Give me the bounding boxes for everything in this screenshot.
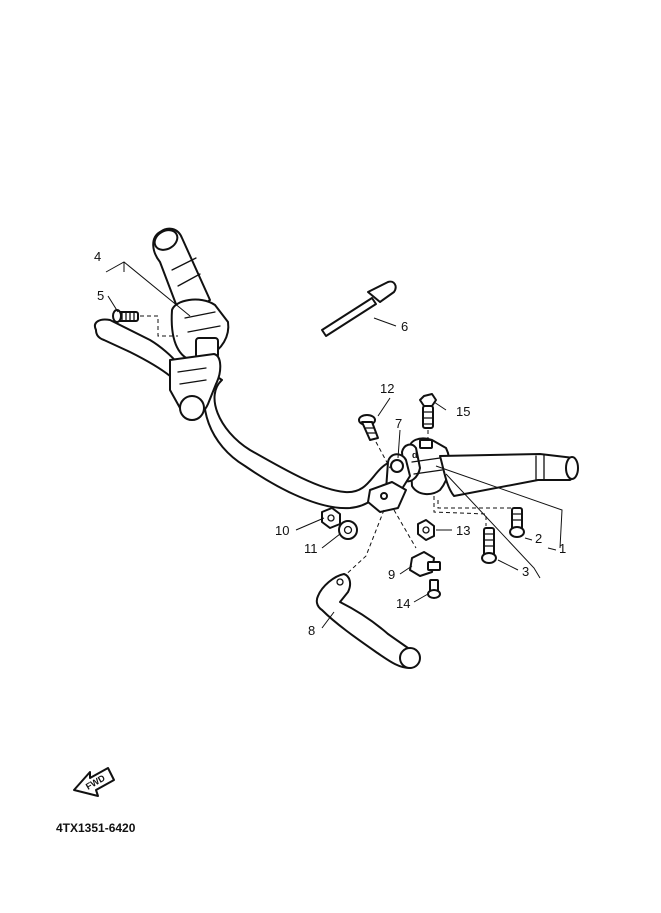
- lever-guide: [339, 509, 417, 581]
- callout-12: 12: [380, 381, 394, 396]
- callout-8: 8: [308, 623, 315, 638]
- callout-15: 15: [456, 404, 470, 419]
- screw-14: [427, 579, 441, 599]
- callout-5: 5: [97, 288, 104, 303]
- drawing-code: 4TX1351-6420: [56, 821, 136, 835]
- washer-11: [338, 520, 358, 540]
- right-switch-housing: d: [401, 437, 451, 496]
- right-grip: [439, 453, 579, 497]
- callout-14: 14: [396, 596, 410, 611]
- nut-13: [417, 519, 435, 541]
- screw-3: [481, 527, 497, 564]
- leader-lines: [105, 261, 563, 629]
- switch-marking: d: [412, 450, 418, 460]
- left-grip: [152, 227, 211, 321]
- callout-11: 11: [304, 541, 318, 556]
- callout-6: 6: [401, 319, 408, 334]
- callout-4: 4: [94, 249, 101, 264]
- cable-tie-6: [321, 280, 397, 337]
- screw-15: [419, 393, 437, 442]
- lever-holder-7: [367, 453, 411, 513]
- fwd-arrow-icon: FWD: [73, 767, 115, 797]
- clutch-lever-8: [315, 573, 421, 669]
- callout-1: 1: [559, 541, 566, 556]
- screw-2: [509, 507, 525, 538]
- callout-13: 13: [456, 523, 470, 538]
- callout-9: 9: [388, 567, 395, 582]
- callout-10: 10: [275, 523, 289, 538]
- nut-10: [321, 507, 341, 529]
- callout-7: 7: [395, 416, 402, 431]
- left-switch-housing: [170, 298, 230, 361]
- callout-3: 3: [522, 564, 529, 579]
- left-lever-assembly: [94, 318, 222, 421]
- callout-2: 2: [535, 531, 542, 546]
- bolt-12: [358, 414, 391, 469]
- screw-5: [112, 309, 178, 337]
- screw-guide: [433, 496, 516, 526]
- switch-9: [409, 551, 441, 577]
